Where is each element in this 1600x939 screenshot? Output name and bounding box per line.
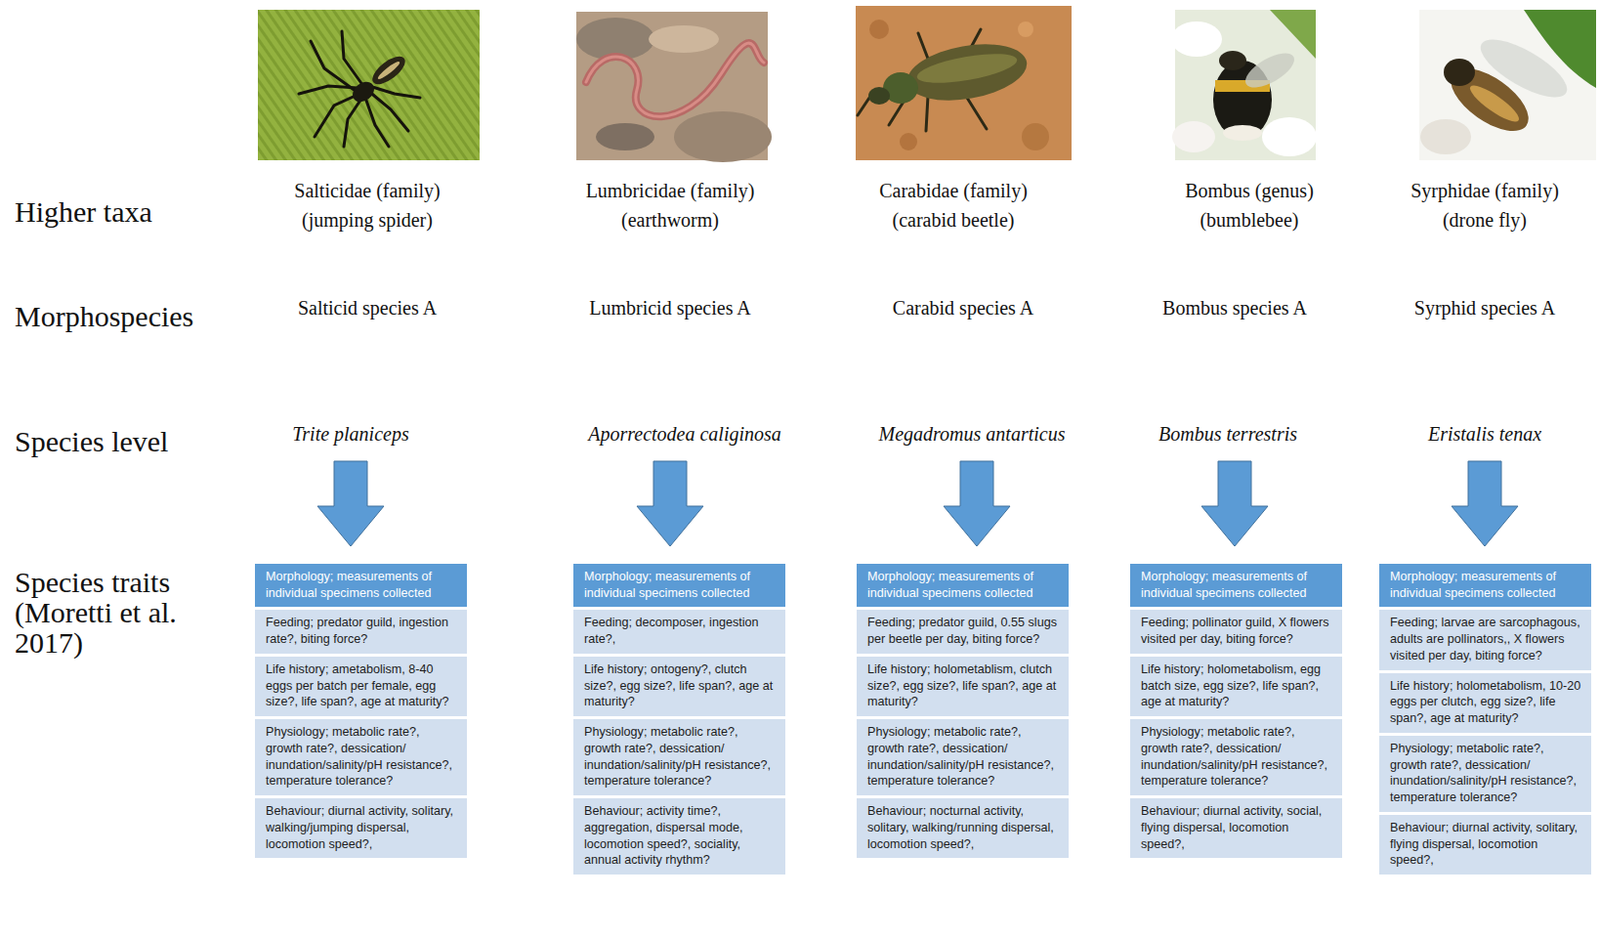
trait-text: Life history; ametabolism, 8-40 eggs per… [265, 661, 458, 711]
down-arrow [317, 461, 1518, 547]
trait-text: Physiology; metabolic rate?, growth rate… [1140, 723, 1333, 790]
morphospecies-label: Lumbricid species A [570, 293, 771, 323]
trait-text: Morphology; measurements of individual s… [1389, 568, 1582, 601]
trait-box: Physiology; metabolic rate?, growth rate… [573, 718, 786, 796]
trait-text: Life history; holometabolism, 10-20 eggs… [1389, 677, 1582, 727]
trait-text: Behaviour; nocturnal activity, solitary,… [867, 802, 1059, 852]
trait-box: Physiology; metabolic rate?, growth rate… [1379, 735, 1592, 812]
trait-header-box: Morphology; measurements of individual s… [856, 563, 1069, 607]
trait-text: Feeding; larvae are sarcophagous, adults… [1389, 614, 1582, 664]
trait-text: Morphology; measurements of individual s… [584, 568, 776, 601]
row-label: Higher taxa [14, 195, 240, 229]
trait-box: Feeding; pollinator guild, X flowers vis… [1130, 609, 1343, 653]
trait-text: Behaviour; diurnal activity, solitary, w… [265, 802, 458, 852]
trait-box: Feeding; larvae are sarcophagous, adults… [1379, 609, 1592, 670]
species-name: Megadromus antarticus [854, 419, 1090, 449]
trait-box: Physiology; metabolic rate?, growth rate… [856, 718, 1069, 796]
taxon-label: Bombus (genus) (bumblebee) [1149, 175, 1350, 235]
trait-text: Physiology; metabolic rate?, growth rate… [867, 723, 1059, 790]
trait-text: Morphology; measurements of individual s… [867, 568, 1059, 601]
trait-header-box: Morphology; measurements of individual s… [1379, 563, 1592, 607]
row-label: Species level [14, 424, 240, 459]
trait-text: Behaviour; diurnal activity, solitary, f… [1389, 819, 1582, 869]
trait-header-box: Morphology; measurements of individual s… [254, 563, 467, 607]
taxon-label: Carabidae (family) (carabid beetle) [853, 175, 1054, 235]
taxon-label: Lumbricidae (family) (earthworm) [570, 175, 771, 235]
trait-text: Physiology; metabolic rate?, growth rate… [1389, 740, 1582, 806]
bumblebee-photo [1171, 9, 1317, 161]
trait-box: Life history; holometabolism, 10-20 eggs… [1379, 673, 1592, 733]
trait-box: Behaviour; diurnal activity, social, fly… [1130, 798, 1343, 858]
trait-box: Behaviour; diurnal activity, solitary, f… [1379, 814, 1592, 875]
drone-fly-photo [1419, 9, 1597, 161]
trait-text: Feeding; decomposer, ingestion rate?, [584, 614, 776, 647]
trait-header-box: Morphology; measurements of individual s… [1130, 563, 1343, 607]
trait-box: Life history; ontogeny?, clutch size?, e… [573, 656, 786, 716]
taxon-label: Salticidae (family) (jumping spider) [267, 175, 468, 235]
species-name: Trite planiceps [233, 419, 468, 449]
trait-text: Life history; holometabolism, egg batch … [1140, 661, 1333, 711]
species-name: Aporrectodea caliginosa [567, 419, 802, 449]
trait-box: Feeding; predator guild, ingestion rate?… [254, 609, 467, 653]
trait-text: Life history; holometablism, clutch size… [867, 661, 1059, 711]
trait-box: Physiology; metabolic rate?, growth rate… [254, 718, 467, 796]
trait-text: Life history; ontogeny?, clutch size?, e… [584, 661, 776, 711]
row-label: Species traits (Moretti et al. 2017) [14, 566, 215, 658]
trait-box: Behaviour; activity time?, aggregation, … [573, 798, 786, 875]
morphospecies-label: Salticid species A [267, 293, 468, 323]
trait-box: Physiology; metabolic rate?, growth rate… [1130, 718, 1343, 796]
trait-header-box: Morphology; measurements of individual s… [573, 563, 786, 607]
trait-box: Feeding; decomposer, ingestion rate?, [573, 609, 786, 653]
trait-box: Behaviour; nocturnal activity, solitary,… [856, 798, 1069, 858]
trait-box: Behaviour; diurnal activity, solitary, w… [254, 798, 467, 858]
species-name: Bombus terrestris [1110, 419, 1346, 449]
trait-text: Morphology; measurements of individual s… [265, 568, 458, 601]
trait-text: Feeding; predator guild, 0.55 slugs per … [867, 614, 1059, 647]
trait-text: Behaviour; activity time?, aggregation, … [584, 802, 776, 869]
row-label: Morphospecies [14, 299, 240, 334]
trait-text: Morphology; measurements of individual s… [1140, 568, 1333, 601]
trait-box: Life history; holometablism, clutch size… [856, 656, 1069, 716]
trait-text: Behaviour; diurnal activity, social, fly… [1140, 802, 1333, 852]
trait-text: Feeding; pollinator guild, X flowers vis… [1140, 614, 1333, 647]
trait-box: Life history; ametabolism, 8-40 eggs per… [254, 656, 467, 716]
carabid-beetle-photo [855, 5, 1072, 161]
morphospecies-label: Syrphid species A [1385, 293, 1586, 323]
spider-photo [257, 9, 480, 161]
taxon-label: Syrphidae (family) (drone fly) [1385, 175, 1586, 235]
trait-box: Life history; holometabolism, egg batch … [1130, 656, 1343, 716]
species-name: Eristalis tenax [1367, 419, 1600, 449]
earthworm-photo [576, 11, 772, 163]
trait-text: Feeding; predator guild, ingestion rate?… [265, 614, 458, 647]
morphospecies-label: Bombus species A [1135, 293, 1336, 323]
trait-text: Physiology; metabolic rate?, growth rate… [584, 723, 776, 790]
trait-box: Feeding; predator guild, 0.55 slugs per … [856, 609, 1069, 653]
trait-text: Physiology; metabolic rate?, growth rate… [265, 723, 458, 790]
morphospecies-label: Carabid species A [863, 293, 1064, 323]
